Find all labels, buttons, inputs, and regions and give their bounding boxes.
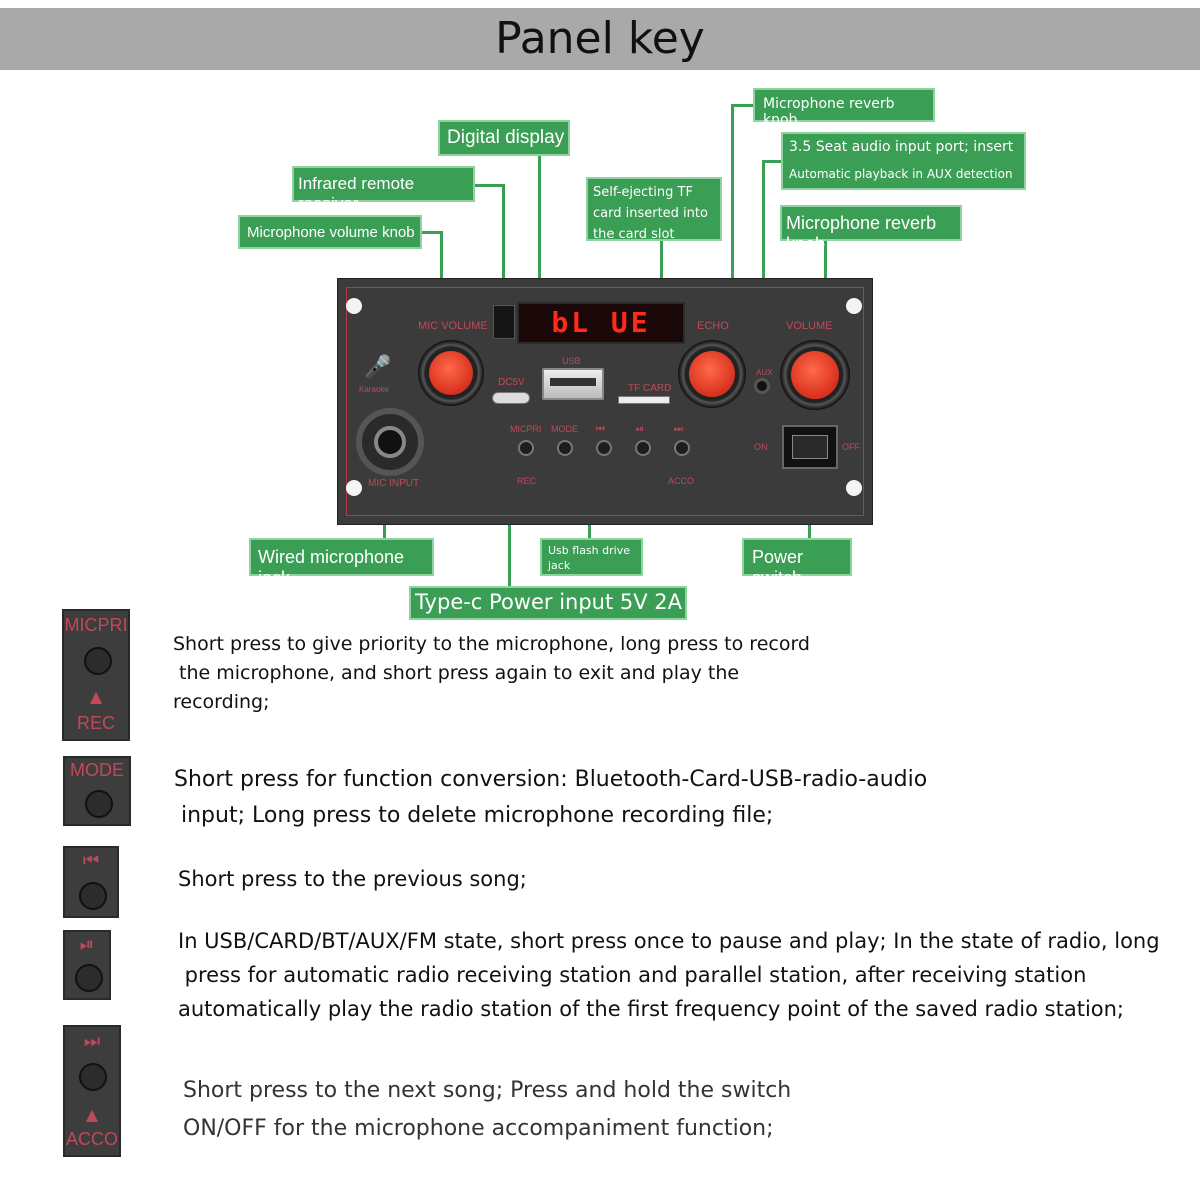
mounting-hole xyxy=(346,480,362,496)
silk-echo: ECHO xyxy=(697,320,729,332)
silk-mic-volume: MIC VOLUME xyxy=(418,320,488,332)
callout-mic-volume-knob: Microphone volume knob xyxy=(238,215,422,249)
callout-mic-reverb-right: Microphone reverb knob xyxy=(780,205,962,254)
mic-volume-knob[interactable] xyxy=(418,340,484,406)
button-icon xyxy=(75,964,103,992)
connector-line xyxy=(538,155,541,313)
silk-aux: AUX xyxy=(756,368,773,377)
connector-line xyxy=(731,104,734,364)
micpri-description: Short press to give priority to the micr… xyxy=(173,633,810,713)
silk-karaoke: Karaoke xyxy=(359,385,389,394)
button-icon xyxy=(79,1063,107,1091)
silk-off: OFF xyxy=(842,442,860,452)
previous-button[interactable] xyxy=(596,440,612,456)
volume-knob[interactable] xyxy=(780,340,850,410)
silk-volume: VOLUME xyxy=(786,320,833,332)
connector-line xyxy=(420,231,442,234)
panel-border xyxy=(346,287,864,516)
typec-port[interactable] xyxy=(492,392,530,404)
next-icon: ⏭ xyxy=(674,424,683,435)
silk-micpri: MICPRI xyxy=(510,424,542,434)
previous-description: Short press to the previous song; xyxy=(178,867,527,891)
callout-infrared-receiver: Infrared remote receiver xyxy=(292,166,475,213)
next-description: Short press to the next song; Press and … xyxy=(183,1078,792,1141)
mode-description: Short press for function conversion: Blu… xyxy=(174,767,928,828)
callout-tf-card: Self-ejecting TF card inserted into the … xyxy=(586,177,722,242)
play-pause-description: In USB/CARD/BT/AUX/FM state, short press… xyxy=(178,929,1160,1021)
callout-aux-input: 3.5 Seat audio input port; insert Automa… xyxy=(781,132,1026,190)
connector-line xyxy=(731,104,755,107)
callout-digital-display: Digital display xyxy=(438,120,570,156)
previous-icon: ⏮ xyxy=(596,424,605,435)
micpri-thumbnail: MICPRI ▲ REC xyxy=(62,609,130,741)
infrared-receiver xyxy=(493,305,515,339)
connector-line xyxy=(474,184,504,187)
silk-on: ON xyxy=(754,442,768,452)
mode-button[interactable] xyxy=(557,440,573,456)
silk-dc5v: DC5V xyxy=(498,377,525,388)
mounting-hole xyxy=(346,298,362,314)
button-icon xyxy=(85,790,113,818)
mounting-hole xyxy=(846,298,862,314)
silk-mode: MODE xyxy=(551,424,578,434)
callout-power-switch: Power switch xyxy=(742,538,852,588)
play-pause-icon: ⏯ xyxy=(636,424,644,435)
echo-knob[interactable] xyxy=(678,340,746,408)
connector-line xyxy=(762,160,765,385)
arrow-up-icon: ▲ xyxy=(89,687,103,706)
connector-line xyxy=(502,184,505,319)
next-thumbnail: ⏭ ▲ ACCO xyxy=(63,1025,121,1157)
button-icon xyxy=(84,647,112,675)
callout-wired-mic-jack: Wired microphone jack xyxy=(249,538,434,588)
header-bar: Panel key xyxy=(0,8,1200,70)
callout-usb-jack: Usb flash drive jack xyxy=(540,538,643,576)
silk-usb: USB xyxy=(562,356,581,366)
next-button[interactable] xyxy=(674,440,690,456)
connector-line xyxy=(762,160,784,163)
mounting-hole xyxy=(846,480,862,496)
arrow-up-icon: ▲ xyxy=(85,1105,99,1124)
previous-icon: ⏮ xyxy=(82,850,100,870)
next-icon: ⏭ xyxy=(83,1031,101,1051)
usb-port[interactable] xyxy=(542,368,604,400)
previous-thumbnail: ⏮ xyxy=(63,846,119,918)
aux-jack[interactable] xyxy=(754,378,770,394)
play-pause-icon: ⏯ xyxy=(79,934,95,954)
silk-tf-card: TF CARD xyxy=(628,383,672,394)
tf-card-slot[interactable] xyxy=(618,396,670,404)
silk-acco: ACCO xyxy=(668,476,695,486)
button-icon xyxy=(79,882,107,910)
digital-display: bL UE xyxy=(517,302,685,344)
microphone-icon: 🎤 xyxy=(364,354,392,379)
power-switch[interactable] xyxy=(782,425,838,469)
mic-input-jack[interactable] xyxy=(356,408,424,476)
page-title: Panel key xyxy=(495,13,705,64)
play-pause-button[interactable] xyxy=(635,440,651,456)
play-pause-thumbnail: ⏯ xyxy=(63,930,111,1000)
micpri-button[interactable] xyxy=(518,440,534,456)
callout-mic-reverb-top: Microphone reverb knob xyxy=(753,88,935,128)
callout-typec-power: Type-c Power input 5V 2A xyxy=(409,586,687,620)
silk-rec: REC xyxy=(517,476,537,486)
silk-mic-input: MIC INPUT xyxy=(368,478,420,489)
mode-thumbnail: MODE xyxy=(63,756,131,826)
